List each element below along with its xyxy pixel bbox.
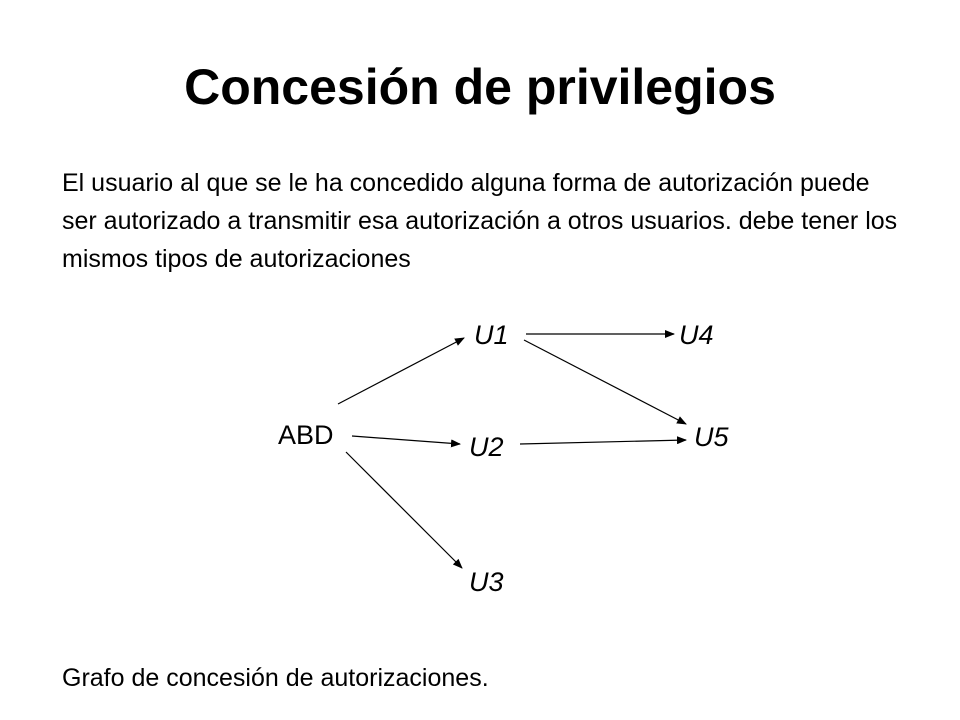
slide-title: Concesión de privilegios [184,59,776,115]
node-u5: U5 [694,422,729,452]
edge-u1-u5 [523,339,687,425]
node-u1: U1 [474,320,509,350]
graph-edges [337,330,687,569]
edge-abd-u2 [351,435,461,448]
body-text: El usuario al que se le ha concedido alg… [62,169,898,273]
node-abd: ABD [278,420,334,450]
node-u2: U2 [469,432,504,462]
edge-u2-u5 [519,436,687,445]
node-u4: U4 [679,320,714,350]
node-u3: U3 [469,567,504,597]
graph-nodes: ABD U1 U2 U3 U4 U5 [278,320,729,597]
figure-caption: Grafo de concesión de autorizaciones. [62,664,489,692]
edge-abd-u3 [345,451,463,569]
edge-abd-u1 [337,337,465,405]
